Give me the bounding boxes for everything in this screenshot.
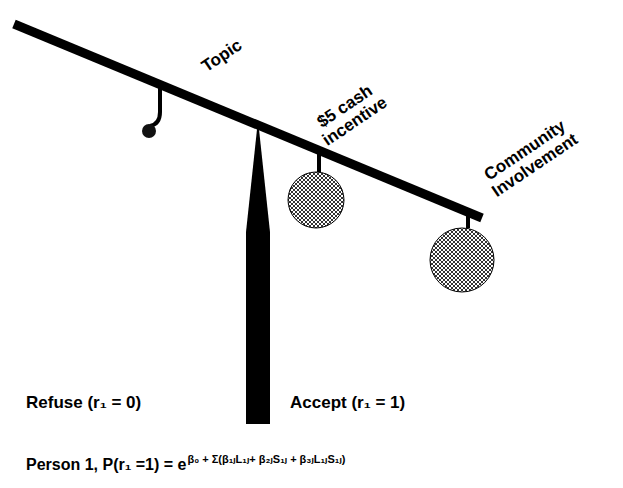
- hook: [150, 84, 160, 126]
- outcome-label: Refuse (r₁ = 0): [26, 394, 141, 412]
- factor-label: Community Involvement: [474, 112, 585, 203]
- fulcrum: [246, 120, 270, 424]
- formula-label: Person 1, P(r₁ =1) = e: [26, 457, 186, 474]
- outcome-label: Refuse (r₁ = 0): [26, 394, 206, 412]
- weight-small: [142, 124, 156, 138]
- factor-label: Topic: [184, 26, 260, 86]
- outcome-label: Accept (r₁ = 1): [290, 394, 405, 412]
- factor-label: Topic: [184, 26, 260, 86]
- factor-label: $5 cash incentive: [303, 74, 398, 154]
- hook: [317, 150, 321, 172]
- factor-label: $5 cash incentive: [303, 74, 398, 154]
- weight-large: [430, 228, 494, 292]
- outcome-label: Accept (r₁ = 1): [290, 394, 470, 412]
- formula-exponent: β₀ + Σ(β₁ⱼL₁ⱼ+ β₂ⱼS₁ⱼ + β₃ⱼL₁ⱼS₁ⱼ): [187, 454, 345, 466]
- factor-label: Community Involvement: [474, 112, 585, 203]
- hook: [466, 212, 470, 228]
- lever-beam: [14, 24, 482, 218]
- formula-exponent: β₀ + Σ(β₁ⱼL₁ⱼ+ β₂ⱼS₁ⱼ + β₃ⱼL₁ⱼS₁ⱼ): [187, 449, 517, 467]
- weight-medium: [288, 172, 344, 228]
